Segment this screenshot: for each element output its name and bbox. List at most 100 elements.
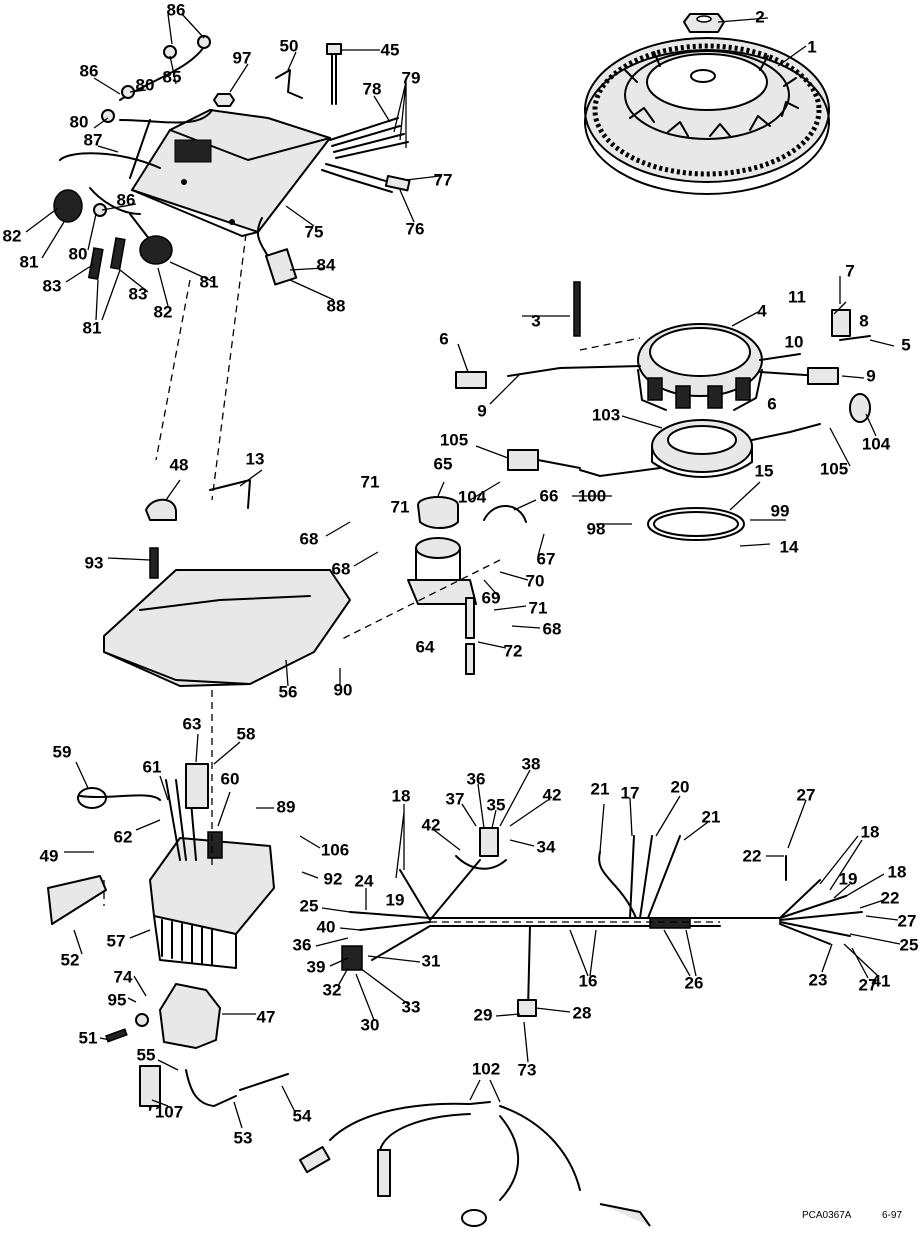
callout-45: 45	[381, 40, 400, 59]
callout-1: 1	[807, 37, 816, 56]
callout-100: 100	[578, 486, 606, 505]
callout-95: 95	[108, 990, 127, 1009]
callout-42: 42	[422, 815, 441, 834]
callout-24: 24	[355, 871, 374, 890]
callout-93: 93	[85, 553, 104, 572]
callout-9: 9	[866, 366, 875, 385]
callout-50: 50	[280, 36, 299, 55]
callout-99: 99	[771, 501, 790, 520]
callout-65: 65	[434, 454, 453, 473]
clip-66	[483, 505, 527, 523]
callout-2: 2	[755, 7, 764, 26]
callout-22: 22	[743, 846, 762, 865]
callout-82: 82	[154, 302, 173, 321]
callout-106: 106	[321, 840, 349, 859]
callout-19: 19	[839, 869, 858, 888]
callout-66: 66	[540, 486, 559, 505]
callout-5: 5	[901, 335, 910, 354]
callout-81: 81	[200, 272, 219, 291]
drawing-code: PCA0367A	[802, 1210, 852, 1221]
callout-73: 73	[518, 1060, 537, 1079]
callout-36: 36	[293, 935, 312, 954]
callout-27: 27	[797, 785, 816, 804]
callout-53: 53	[234, 1128, 253, 1147]
callout-3: 3	[531, 311, 540, 330]
callout-85: 85	[163, 67, 182, 86]
callout-38: 38	[522, 754, 541, 773]
callout-39: 39	[307, 957, 326, 976]
callout-10: 10	[785, 332, 804, 351]
callout-60: 60	[221, 769, 240, 788]
callout-23: 23	[809, 970, 828, 989]
callout-47: 47	[257, 1007, 276, 1026]
power-pack	[53, 35, 411, 286]
callout-105: 105	[820, 459, 848, 478]
callout-84: 84	[317, 255, 336, 274]
callout-20: 20	[671, 777, 690, 796]
callout-80: 80	[69, 244, 88, 263]
wiring-harness	[341, 827, 863, 1017]
callout-15: 15	[755, 461, 774, 480]
callout-4: 4	[757, 301, 767, 320]
spark-plug-boots	[139, 1065, 289, 1111]
callout-90: 90	[334, 680, 353, 699]
callout-37: 37	[446, 789, 465, 808]
callout-25: 25	[900, 935, 919, 954]
timer-base	[579, 393, 871, 478]
callout-numbers: 1234566789910111314151617181818191920212…	[3, 0, 919, 1147]
callout-21: 21	[702, 807, 721, 826]
callout-103: 103	[592, 405, 620, 424]
callout-11: 11	[788, 287, 806, 306]
callout-18: 18	[392, 786, 411, 805]
callout-8: 8	[859, 311, 868, 330]
callout-107: 107	[155, 1102, 183, 1121]
callout-16: 16	[579, 971, 598, 990]
callout-54: 54	[293, 1106, 312, 1125]
flywheel	[584, 37, 830, 195]
nut-97	[213, 93, 235, 107]
callout-82: 82	[3, 226, 22, 245]
callout-27: 27	[859, 975, 878, 994]
bolt-45	[326, 43, 342, 105]
ignition-coil	[105, 983, 221, 1049]
callout-29: 29	[474, 1005, 493, 1024]
callout-57: 57	[107, 931, 126, 950]
callout-97: 97	[233, 48, 252, 67]
retainer-ring	[647, 507, 745, 541]
flywheel-nut	[683, 13, 725, 33]
callout-104: 104	[862, 434, 891, 453]
callout-64: 64	[416, 637, 435, 656]
callout-81: 81	[83, 318, 102, 337]
callout-61: 61	[143, 757, 162, 776]
callout-22: 22	[881, 888, 900, 907]
callout-76: 76	[406, 219, 425, 238]
callout-63: 63	[183, 714, 202, 733]
callout-83: 83	[43, 276, 62, 295]
callout-19: 19	[386, 890, 405, 909]
callout-68: 68	[543, 619, 562, 638]
callout-86: 86	[80, 61, 99, 80]
callout-14: 14	[780, 537, 799, 556]
callout-40: 40	[317, 917, 336, 936]
callout-21: 21	[591, 779, 610, 798]
callout-92: 92	[324, 869, 343, 888]
callout-36: 36	[467, 769, 486, 788]
callout-13: 13	[246, 449, 265, 468]
callout-70: 70	[526, 571, 545, 590]
callout-89: 89	[277, 797, 296, 816]
spark-plug-leads	[299, 1101, 651, 1227]
callout-74: 74	[114, 967, 133, 986]
mounting-bracket	[103, 479, 351, 687]
callout-77: 77	[434, 170, 453, 189]
callout-49: 49	[40, 846, 59, 865]
callout-17: 17	[621, 783, 640, 802]
callout-7: 7	[845, 261, 854, 280]
callout-102: 102	[472, 1059, 500, 1078]
callout-18: 18	[861, 822, 880, 841]
date-code: 6-97	[882, 1210, 902, 1221]
callout-34: 34	[537, 837, 556, 856]
callout-86: 86	[167, 0, 186, 19]
leader-lines	[25, 13, 901, 1129]
callout-72: 72	[504, 641, 523, 660]
